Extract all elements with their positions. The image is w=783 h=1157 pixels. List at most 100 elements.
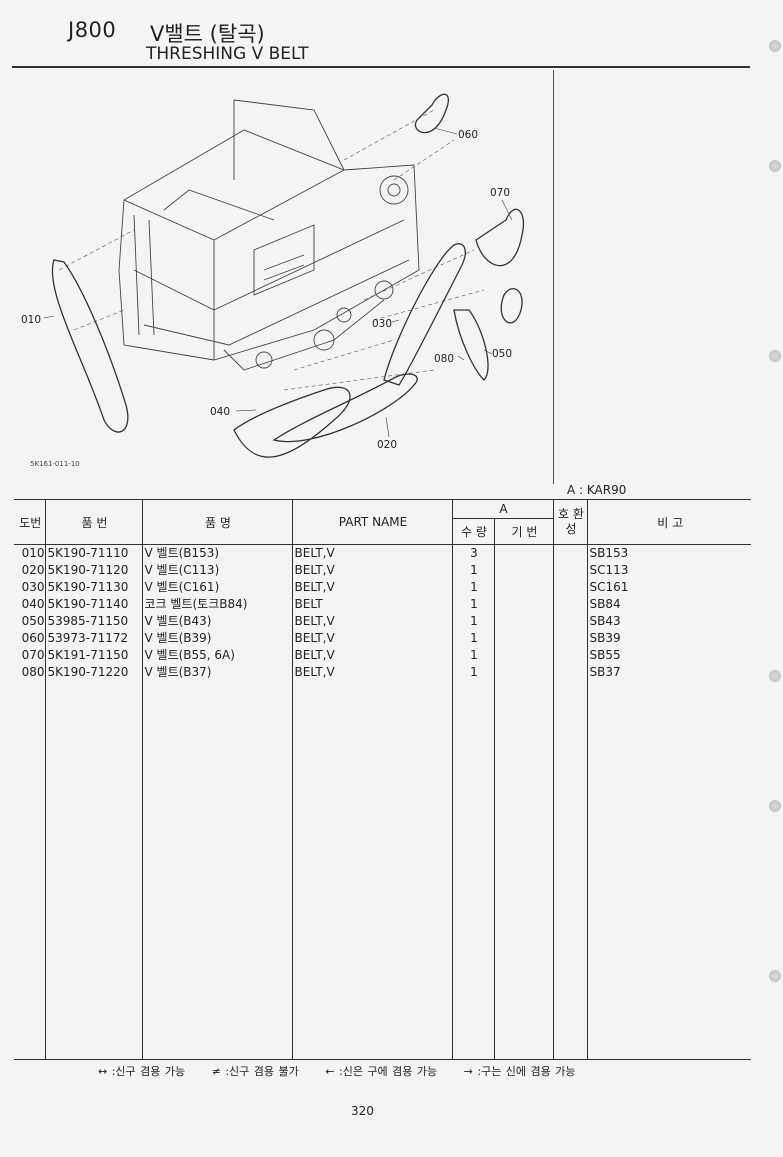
quantity: 1 xyxy=(451,579,495,596)
header-no: 도번 xyxy=(14,499,46,545)
part-name-english: BELT,V xyxy=(291,664,453,681)
part-number: 5K190-71140 xyxy=(44,596,143,613)
part-name-english: BELT,V xyxy=(291,613,453,630)
base-number xyxy=(493,544,554,562)
part-number: 5K190-71220 xyxy=(44,664,143,681)
header-qty: 수 량 xyxy=(452,518,495,545)
part-number: 5K190-71120 xyxy=(44,562,143,579)
interchange-code xyxy=(552,647,588,664)
part-number-ref: 050 xyxy=(14,613,46,630)
section-title-english: THRESHING V BELT xyxy=(146,44,309,64)
base-number xyxy=(493,664,554,681)
remarks: SB153 xyxy=(586,544,751,562)
model-note: A : KAR90 xyxy=(567,483,627,497)
quantity: 1 xyxy=(451,647,495,664)
part-number-ref: 010 xyxy=(14,544,46,562)
empty-cell xyxy=(14,681,46,1060)
part-number: 5K190-71110 xyxy=(44,544,143,562)
interchange-code xyxy=(552,544,588,562)
part-number: 5K190-71130 xyxy=(44,579,143,596)
interchange-code xyxy=(552,579,588,596)
part-name-korean: 코크 벨트(토크B84) xyxy=(141,596,293,613)
quantity: 1 xyxy=(451,630,495,647)
callout-030: 030 xyxy=(372,318,392,330)
binder-hole xyxy=(769,970,781,982)
part-name-korean: V 벨트(B55, 6A) xyxy=(141,647,293,664)
diagram-divider xyxy=(553,70,554,484)
callout-leaders xyxy=(43,127,513,438)
header-rule xyxy=(12,66,750,68)
base-number xyxy=(493,579,554,596)
part-name-korean: V 벨트(B37) xyxy=(141,664,293,681)
empty-cell xyxy=(586,681,751,1060)
base-number xyxy=(493,613,554,630)
part-name-english: BELT,V xyxy=(291,647,453,664)
part-name-english: BELT,V xyxy=(291,630,453,647)
binder-hole xyxy=(769,800,781,812)
remarks: SC161 xyxy=(586,579,751,596)
part-name-english: BELT,V xyxy=(291,579,453,596)
parts-table: 도번 품 번 품 명 PART NAME A 호 환 성 비 고 수 량 기 번… xyxy=(14,499,751,1060)
part-name-korean: V 벨트(B39) xyxy=(141,630,293,647)
machine-frame xyxy=(118,99,420,371)
page-number: 320 xyxy=(351,1104,374,1118)
table-filler-row xyxy=(14,681,751,1060)
base-number xyxy=(493,630,554,647)
header-remarks: 비 고 xyxy=(586,499,751,545)
legend-item: ↔ :신구 겸용 가능 xyxy=(98,1065,186,1078)
compatibility-legend: ↔ :신구 겸용 가능 ≠ :신구 겸용 불가 ← :신은 구에 겸용 가능 →… xyxy=(98,1063,598,1079)
remarks: SB43 xyxy=(586,613,751,630)
header-name-ko: 품 명 xyxy=(141,499,293,545)
legend-item: ← :신은 구에 겸용 가능 xyxy=(325,1065,438,1078)
interchange-code xyxy=(552,596,588,613)
interchange-code xyxy=(552,613,588,630)
part-number-ref: 030 xyxy=(14,579,46,596)
part-name-english: BELT,V xyxy=(291,562,453,579)
base-number xyxy=(493,647,554,664)
empty-cell xyxy=(552,681,588,1060)
header-part-name: PART NAME xyxy=(291,499,453,545)
header-part-no: 품 번 xyxy=(44,499,143,545)
legend-item: ≠ :신구 겸용 불가 xyxy=(211,1065,299,1078)
empty-cell xyxy=(44,681,143,1060)
quantity: 1 xyxy=(451,664,495,681)
legend-item: → :구는 신에 겸용 가능 xyxy=(463,1065,576,1078)
part-name-korean: V 벨트(C113) xyxy=(141,562,293,579)
callout-040: 040 xyxy=(210,406,230,418)
quantity: 1 xyxy=(451,613,495,630)
leader-lines xyxy=(58,109,485,391)
header-interchange: 호 환 성 xyxy=(552,499,588,545)
part-name-korean: V 벨트(B153) xyxy=(141,544,293,562)
section-code: J800 xyxy=(68,18,117,42)
figure-code: 5K161-011-10 xyxy=(30,460,80,468)
binder-hole xyxy=(769,160,781,172)
part-name-korean: V 벨트(C161) xyxy=(141,579,293,596)
callout-060: 060 xyxy=(458,129,478,141)
remarks: SC113 xyxy=(586,562,751,579)
quantity: 1 xyxy=(451,596,495,613)
part-number: 5K191-71150 xyxy=(44,647,143,664)
binder-hole xyxy=(769,350,781,362)
part-number-ref: 060 xyxy=(14,630,46,647)
quantity: 1 xyxy=(451,562,495,579)
header-base: 기 번 xyxy=(493,518,554,545)
interchange-code xyxy=(552,562,588,579)
remarks: SB55 xyxy=(586,647,751,664)
empty-cell xyxy=(493,681,554,1060)
part-name-english: BELT xyxy=(291,596,453,613)
remarks: SB84 xyxy=(586,596,751,613)
v-belts xyxy=(51,93,524,458)
binder-hole xyxy=(769,40,781,52)
part-name-english: BELT,V xyxy=(291,544,453,562)
part-number-ref: 080 xyxy=(14,664,46,681)
interchange-code xyxy=(552,664,588,681)
